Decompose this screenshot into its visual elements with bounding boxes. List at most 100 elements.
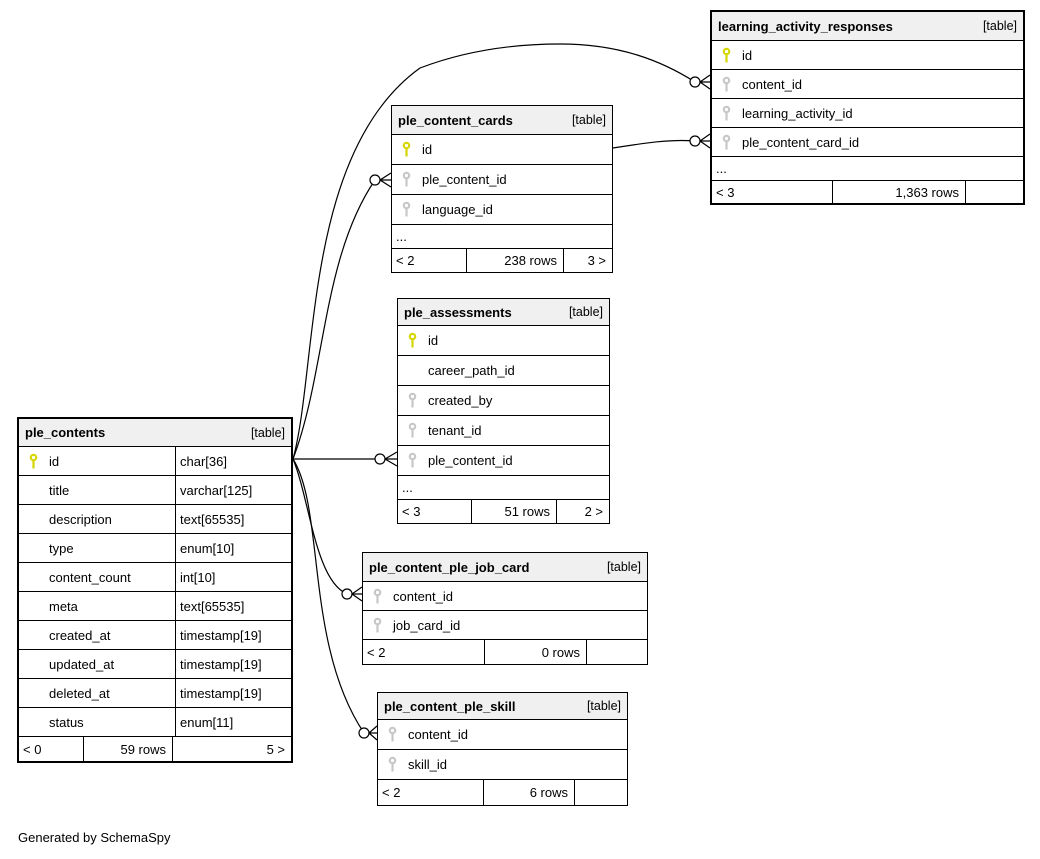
- ellipsis-row: ...: [392, 224, 612, 248]
- table-header[interactable]: ple_content_ple_job_card [table]: [363, 553, 647, 581]
- ellipsis-row: ...: [398, 475, 609, 499]
- column-type: char[36]: [175, 447, 291, 475]
- table-footer: < 2 6 rows: [378, 779, 627, 805]
- column-row: created_by: [398, 385, 609, 415]
- no-key-spacer: [19, 679, 49, 707]
- table-header[interactable]: ple_contents [table]: [19, 419, 291, 446]
- row-count: 51 rows: [471, 500, 556, 523]
- no-key-spacer: [19, 650, 49, 678]
- column-type: text[65535]: [175, 592, 291, 620]
- column-row: id: [712, 40, 1023, 69]
- column-row: created_at timestamp[19]: [19, 620, 291, 649]
- no-key-spacer: [19, 476, 49, 504]
- foreign-key-icon: [392, 195, 422, 224]
- column-name: tenant_id: [428, 423, 482, 438]
- column-row: content_id: [378, 719, 627, 749]
- zero-marker-icon: [374, 453, 386, 465]
- column-name: job_card_id: [393, 617, 461, 633]
- primary-key-icon: [398, 326, 428, 355]
- zero-marker-icon: [341, 588, 353, 600]
- out-count: 3 >: [563, 249, 612, 272]
- table-ple_content_ple_job_card[interactable]: ple_content_ple_job_card [table] content…: [362, 552, 648, 665]
- ellipsis-row: ...: [712, 156, 1023, 180]
- table-type-label: [table]: [586, 699, 621, 713]
- anchor-count: < 2: [382, 785, 401, 800]
- table-title: ple_content_ple_skill: [384, 698, 516, 714]
- column-name: updated_at: [49, 656, 115, 672]
- table-title: learning_activity_responses: [718, 18, 893, 34]
- crow-foot-marker: [699, 74, 711, 90]
- column-type: enum[11]: [175, 708, 291, 736]
- foreign-key-icon: [392, 165, 422, 194]
- column-name: description: [49, 511, 112, 527]
- foreign-key-icon: [378, 750, 408, 779]
- row-count: 1,363 rows: [832, 181, 965, 203]
- anchor-count: < 2: [396, 253, 415, 268]
- row-count: 0 rows: [484, 640, 586, 664]
- column-name: content_id: [408, 727, 468, 742]
- crow-foot-marker: [699, 133, 711, 149]
- foreign-key-icon: [712, 128, 742, 156]
- edge-ple_contents-to-ple_content_ple_job_card-content_id: [292, 458, 363, 602]
- crow-foot-marker: [351, 586, 363, 602]
- table-header[interactable]: learning_activity_responses [table]: [712, 12, 1023, 40]
- table-ple_content_ple_skill[interactable]: ple_content_ple_skill [table] content_id…: [377, 692, 628, 806]
- no-key-spacer: [19, 708, 49, 736]
- table-footer: < 2 238 rows 3 >: [392, 248, 612, 272]
- table-header[interactable]: ple_content_cards [table]: [392, 106, 612, 134]
- foreign-key-icon: [712, 99, 742, 127]
- column-type: varchar[125]: [175, 476, 291, 504]
- table-header[interactable]: ple_content_ple_skill [table]: [378, 693, 627, 719]
- table-learning_activity_responses[interactable]: learning_activity_responses [table] id co…: [710, 10, 1025, 205]
- zero-marker-icon: [689, 76, 701, 88]
- column-name: ple_content_id: [428, 453, 513, 468]
- column-name: created_by: [428, 393, 493, 408]
- column-type: timestamp[19]: [175, 621, 291, 649]
- column-name: id: [428, 333, 439, 348]
- column-name: learning_activity_id: [742, 105, 853, 121]
- table-ple_assessments[interactable]: ple_assessments [table] id career_path_id…: [397, 298, 610, 524]
- crow-foot-marker: [379, 172, 392, 188]
- no-key-spacer: [19, 534, 49, 562]
- column-row: id: [398, 325, 609, 355]
- no-key-spacer: [19, 563, 49, 591]
- foreign-key-icon: [398, 386, 428, 415]
- anchor-count: < 3: [716, 184, 735, 200]
- table-footer: < 3 51 rows 2 >: [398, 499, 609, 523]
- row-count: 238 rows: [466, 249, 563, 272]
- column-name: content_id: [742, 76, 802, 92]
- column-row: learning_activity_id: [712, 98, 1023, 127]
- generated-by-note: Generated by SchemaSpy: [18, 830, 171, 845]
- column-name: career_path_id: [428, 363, 515, 378]
- column-name: type: [49, 540, 74, 556]
- column-row: career_path_id: [398, 355, 609, 385]
- table-title: ple_contents: [25, 425, 106, 440]
- primary-key-icon: [712, 41, 742, 69]
- foreign-key-icon: [712, 70, 742, 98]
- column-name: id: [742, 47, 753, 63]
- column-name: created_at: [49, 627, 111, 643]
- table-footer: < 3 1,363 rows: [712, 180, 1023, 203]
- column-row: skill_id: [378, 749, 627, 779]
- anchor-count: < 3: [402, 504, 421, 519]
- table-footer: < 2 0 rows: [363, 639, 647, 664]
- table-header[interactable]: ple_assessments [table]: [398, 299, 609, 325]
- out-count: 5 >: [172, 737, 291, 761]
- primary-key-icon: [19, 447, 49, 475]
- column-row: ple_content_id: [392, 164, 612, 194]
- foreign-key-icon: [363, 582, 393, 610]
- table-type-label: [table]: [571, 113, 606, 127]
- crow-foot-marker: [368, 725, 378, 741]
- column-type: text[65535]: [175, 505, 291, 533]
- edge-ple_contents-to-ple_content_cards-ple_content_id: [292, 172, 392, 460]
- column-name: content_id: [393, 588, 453, 604]
- table-type-label: [table]: [606, 560, 641, 574]
